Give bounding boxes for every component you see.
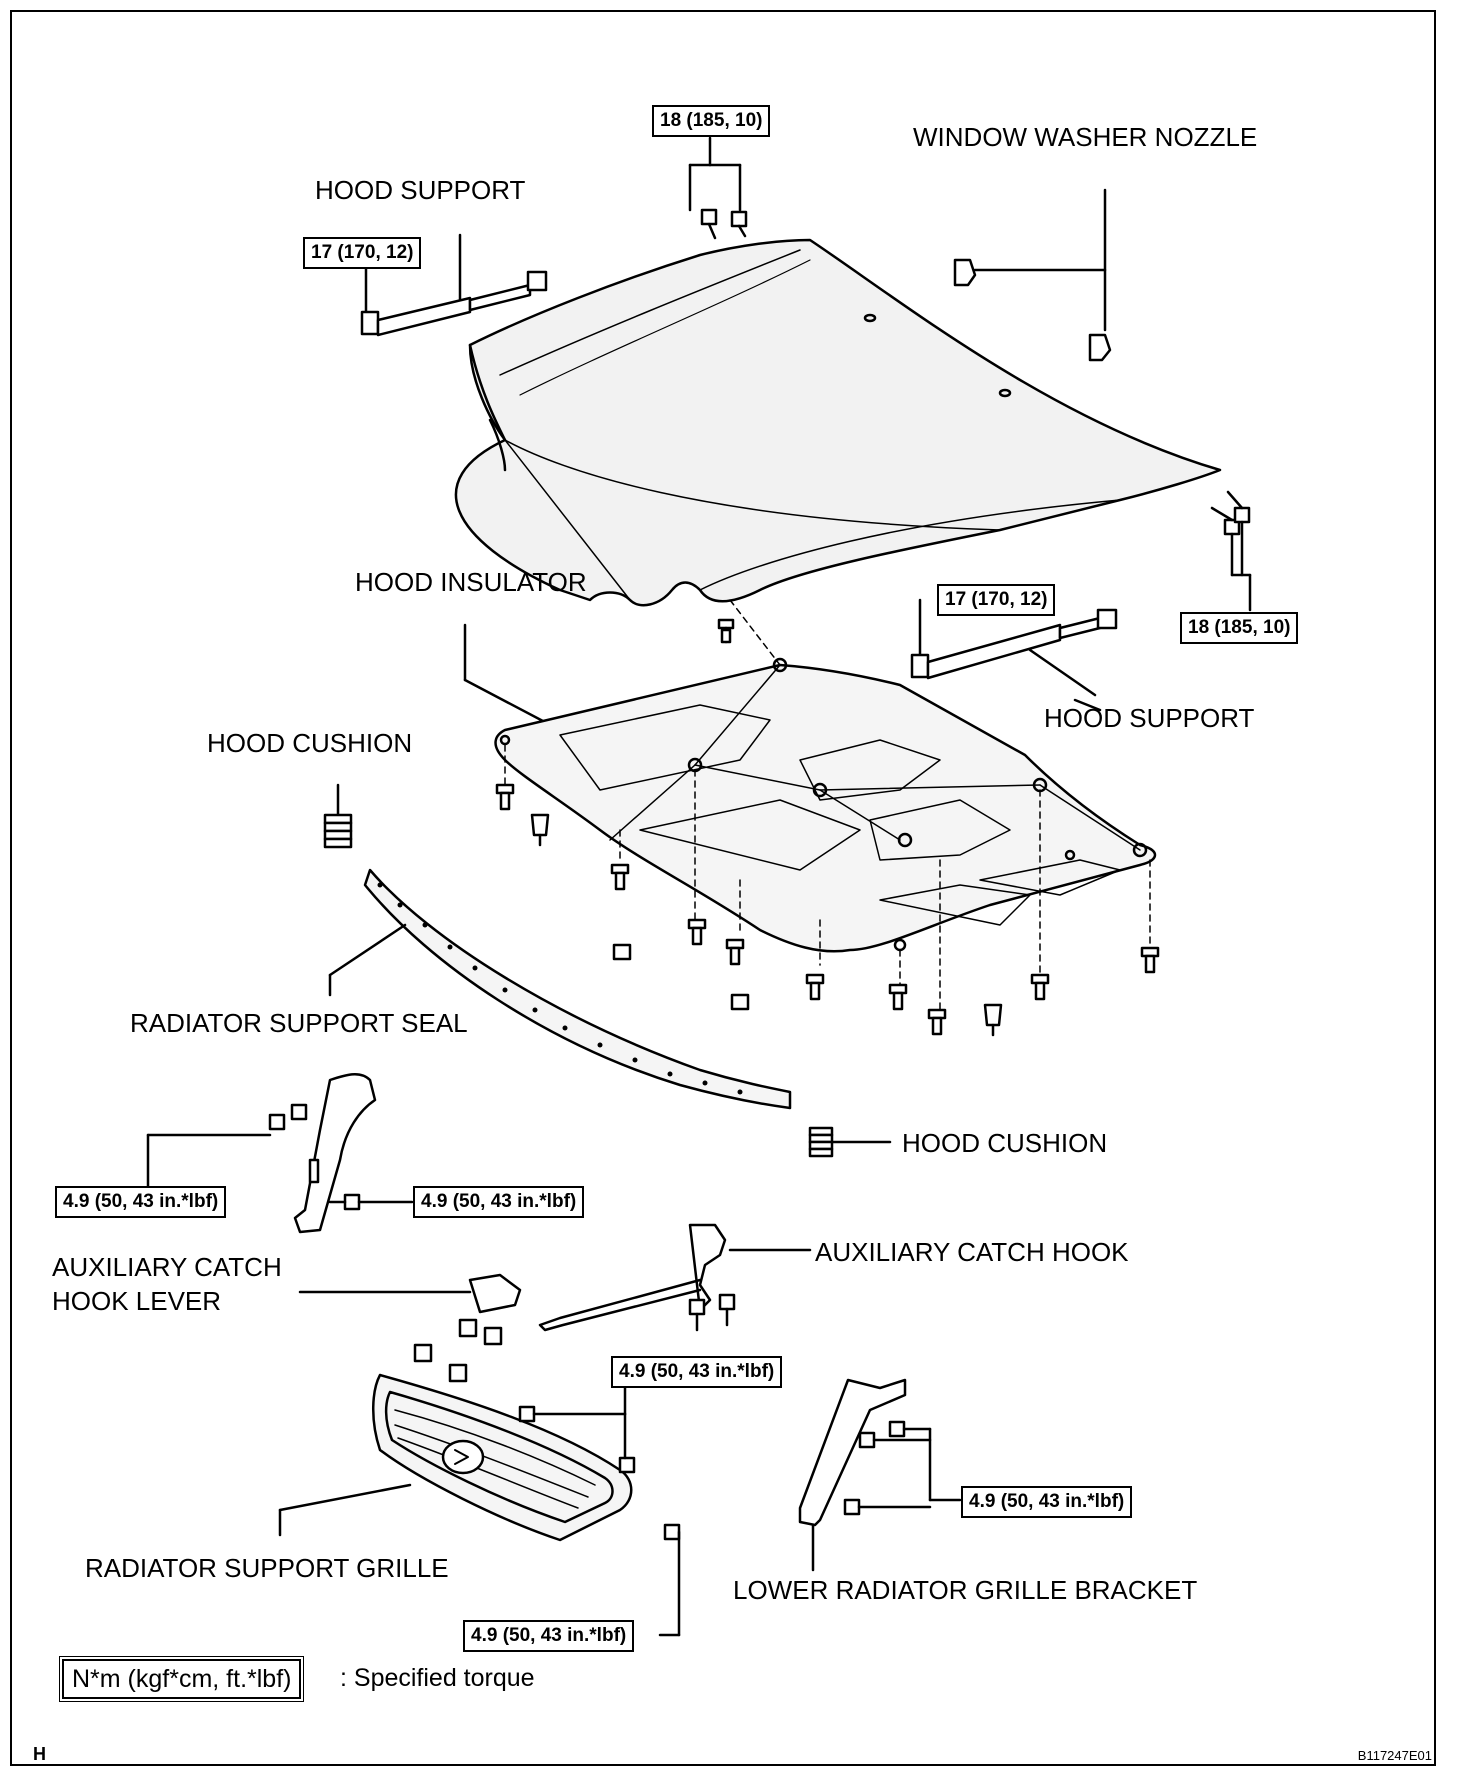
figure-id: B117247E01 [1357, 1748, 1432, 1763]
label-hood-support-top: HOOD SUPPORT [315, 175, 526, 205]
torque-hood-support-top: 17 (170, 12) [303, 237, 422, 269]
hood-hinge-bolts-top [688, 136, 748, 240]
hood-support-top-part [360, 233, 548, 337]
legend-unit-box: N*m (kgf*cm, ft.*lbf) [58, 1656, 305, 1702]
radiator-support-seal-part [328, 868, 792, 1110]
label-window-washer-nozzle: WINDOW WASHER NOZZLE [913, 122, 1258, 152]
radiator-support-grille-part [278, 1373, 681, 1637]
hood-cushions [323, 783, 892, 1158]
label-leaders [1073, 698, 1102, 712]
torque-lock-bracket-bolt: 4.9 (50, 43 in.*lbf) [413, 1186, 585, 1218]
torque-hood-hinge-right: 18 (185, 10) [1180, 612, 1299, 644]
label-lower-radiator-grille-bracket: LOWER RADIATOR GRILLE BRACKET [733, 1575, 1198, 1605]
figure-frame [10, 10, 1436, 1766]
torque-grille-bolt: 4.9 (50, 43 in.*lbf) [463, 1620, 635, 1652]
hood-insulator-part [463, 599, 1157, 1011]
hood-hinge-bolts-right [1210, 490, 1252, 612]
torque-lock-bracket-left: 4.9 (50, 43 in.*lbf) [55, 1186, 227, 1218]
legend-text: : Specified torque [340, 1664, 535, 1692]
torque-lower-bracket: 4.9 (50, 43 in.*lbf) [961, 1486, 1133, 1518]
window-washer-nozzles [953, 188, 1112, 362]
hood-support-right-part [910, 598, 1118, 697]
label-auxiliary-catch-hook: AUXILIARY CATCH HOOK [815, 1237, 1129, 1267]
torque-hood-hinge-top: 18 (185, 10) [652, 105, 771, 137]
corner-section-letter: H [33, 1744, 46, 1764]
label-radiator-support-grille: RADIATOR SUPPORT GRILLE [85, 1553, 449, 1583]
hood-lock-bracket-left [146, 1073, 414, 1234]
auxiliary-catch-hook-part [538, 1223, 812, 1332]
label-auxiliary-catch-hook-lever-line1: AUXILIARY CATCH [52, 1252, 282, 1282]
label-auxiliary-catch-hook-lever-line2: HOOK LEVER [52, 1286, 222, 1316]
label-hood-cushion-right: HOOD CUSHION [902, 1128, 1108, 1158]
label-radiator-support-seal: RADIATOR SUPPORT SEAL [130, 1008, 468, 1038]
insulator-clips [495, 618, 1160, 1037]
torque-hood-support-right: 17 (170, 12) [937, 584, 1056, 616]
label-hood-cushion-left: HOOD CUSHION [207, 728, 413, 758]
label-hood-insulator: HOOD INSULATOR [355, 567, 587, 597]
label-hood-support-right: HOOD SUPPORT [1044, 703, 1255, 733]
hood-panel [454, 238, 1222, 607]
auxiliary-catch-hook-lever-part [298, 1273, 522, 1383]
torque-grille-nut: 4.9 (50, 43 in.*lbf) [611, 1356, 783, 1388]
lower-radiator-grille-bracket-part [798, 1378, 962, 1572]
